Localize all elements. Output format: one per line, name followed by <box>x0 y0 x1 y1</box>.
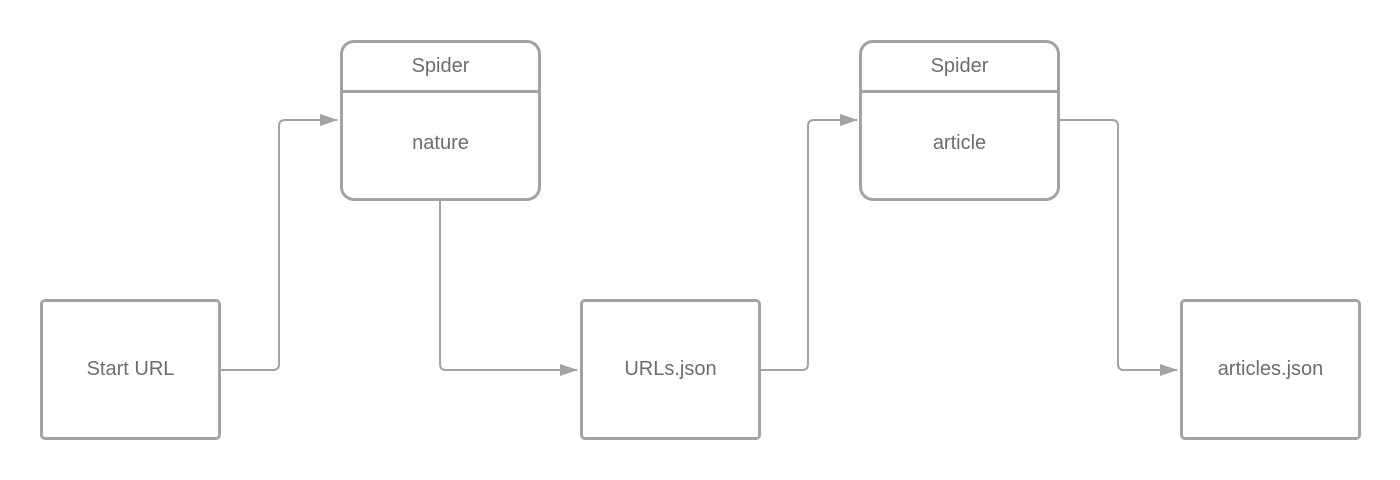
spider-article-name: article <box>932 131 987 154</box>
spider-nature-header-label: Spider <box>411 55 470 77</box>
start-url-node: Start URL <box>40 299 221 440</box>
spider-article-header: Spider <box>862 43 1057 93</box>
spider-nature-node: Spider nature <box>340 40 541 201</box>
spider-article-node: Spider article <box>859 40 1060 201</box>
spider-article-body: article <box>862 93 1057 193</box>
spider-nature-name: nature <box>412 131 469 154</box>
spider-nature-header: Spider <box>343 43 538 93</box>
connector-nature-to-urls <box>439 200 578 376</box>
connector-article-to-articles <box>1058 119 1178 376</box>
connector-start-to-nature <box>220 114 338 371</box>
spider-article-header-label: Spider <box>930 55 989 77</box>
spider-nature-body: nature <box>343 93 538 193</box>
urls-json-label: URLs.json <box>624 358 717 380</box>
articles-json-label: articles.json <box>1217 358 1324 380</box>
start-url-label: Start URL <box>86 358 175 380</box>
connector-urls-to-article <box>760 114 858 371</box>
urls-json-node: URLs.json <box>580 299 761 440</box>
articles-json-node: articles.json <box>1180 299 1361 440</box>
